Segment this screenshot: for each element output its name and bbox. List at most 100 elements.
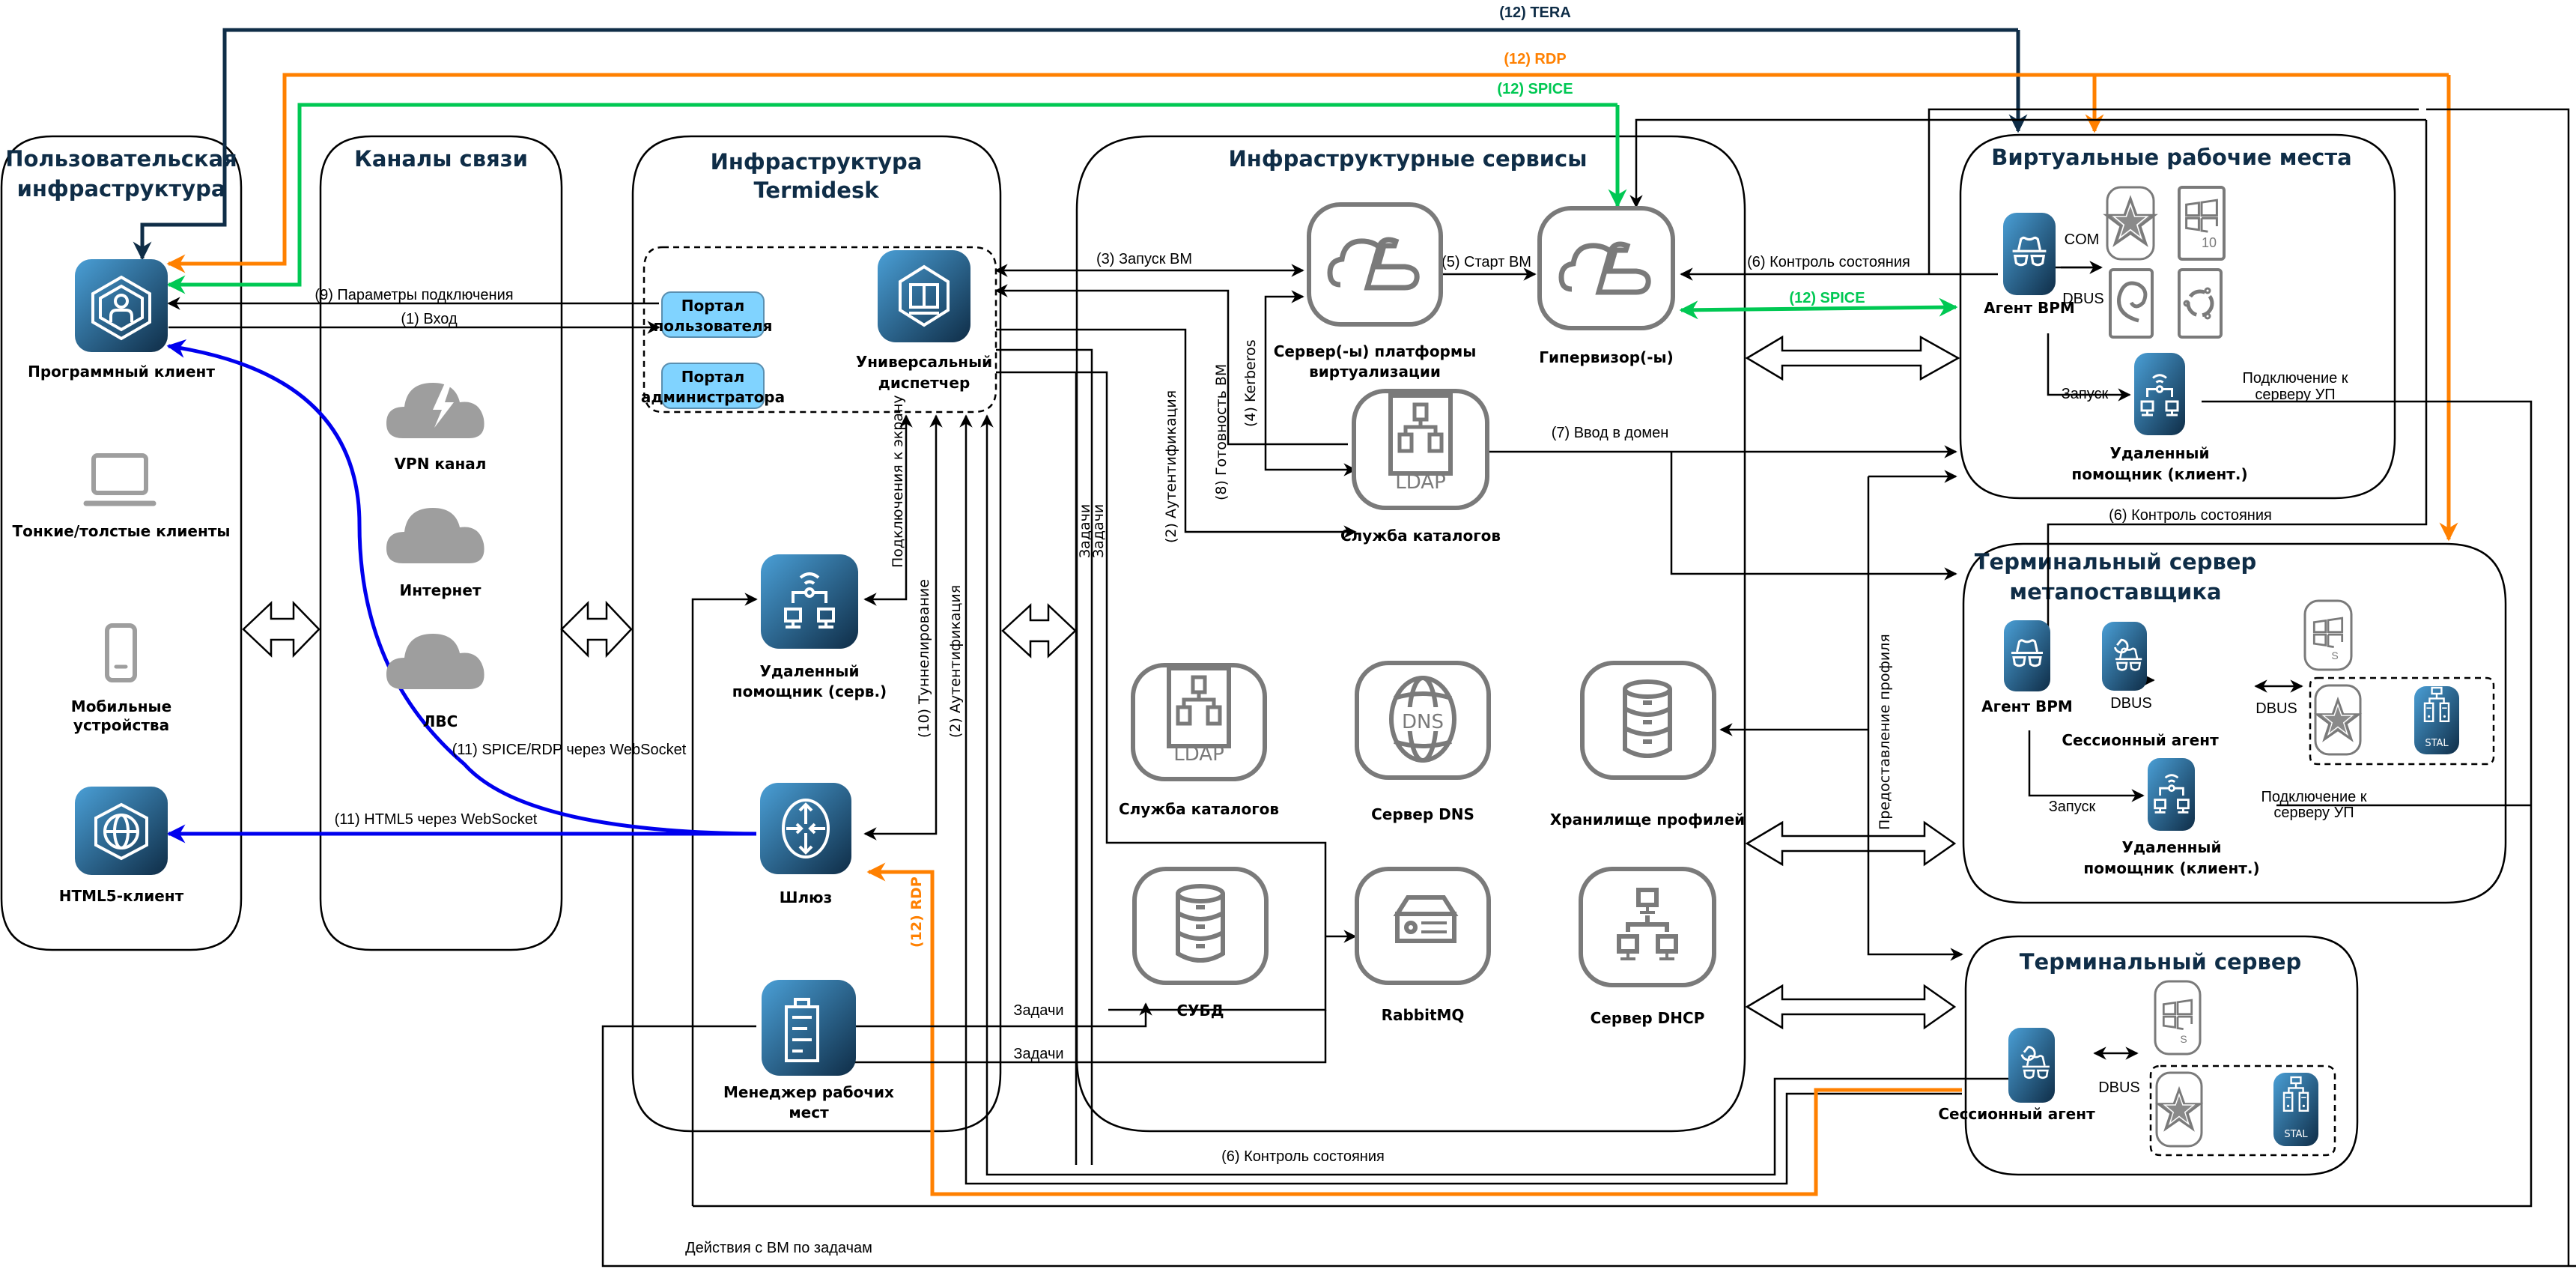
node-meta-vrm-agent[interactable]: Агент ВРМ: [1981, 620, 2073, 715]
stal-group-boundary-term: [2149, 1064, 2336, 1157]
node-dhcp-server[interactable]: Сервер DHCP: [1579, 867, 1716, 1027]
windows10-badge: 10: [2202, 235, 2217, 250]
node-label: Мобильные: [71, 697, 171, 715]
node-label: Гипервизор(-ы): [1539, 348, 1673, 366]
stal-label: STAL: [2284, 1129, 2308, 1140]
node-internet: Интернет: [386, 508, 484, 599]
node-label: Сессионный агент: [1938, 1105, 2095, 1123]
node-label: Сервер DHCP: [1591, 1009, 1705, 1027]
edge-helper-connection-vdi: [693, 400, 2533, 1208]
bidirectional-arrow-services-terminal: [1745, 984, 1957, 1030]
node-label: Агент ВРМ: [1981, 697, 2073, 715]
windows-server-badge: S: [2180, 1033, 2187, 1045]
edge-tasks-rabbitmq: [824, 1010, 1327, 1064]
edge-label-dbus-meta-1: DBUS: [2110, 695, 2152, 712]
edge-label-spice-rdp-websocket: (11) SPICE/RDP через WebSocket: [452, 742, 687, 758]
edge-rdp-gateway: [866, 862, 1962, 1196]
edge-label-launch-vdi: Запуск: [2062, 386, 2109, 402]
node-stal-term[interactable]: STAL: [2273, 1073, 2318, 1146]
router-icon: [782, 799, 830, 858]
os-tile-astra-meta: [2314, 684, 2362, 756]
bidirectional-arrow-services-terminal-meta: [1745, 820, 1957, 867]
node-label: пользователя: [653, 317, 772, 335]
edge-label-rdp-gateway: (12) RDP: [908, 876, 925, 948]
edge-label-vm-actions: Действия с ВМ по задачам: [685, 1240, 872, 1256]
node-term-session-agent[interactable]: Сессионный агент: [1938, 1028, 2095, 1123]
node-label: устройства: [73, 716, 169, 734]
os-tile-windows10: 10: [2178, 186, 2226, 261]
edge-label-state-control: (6) Контроль состояния: [1747, 254, 1910, 270]
node-dbms[interactable]: СУБД: [1132, 867, 1269, 1020]
server-box-icon: [1393, 895, 1459, 943]
os-tile-windows-server-meta: S: [2303, 599, 2353, 671]
node-html5-client[interactable]: HTML5-клиент: [59, 787, 184, 905]
edge-label-auth: (2) Аутентификация: [1163, 390, 1179, 543]
node-label: Интернет: [399, 581, 481, 599]
group-user-infrastructure: Пользовательская инфраструктура: [0, 135, 243, 951]
group-title: Каналы связи: [354, 146, 528, 172]
edge-meta-state-control: [2047, 120, 2428, 629]
user-shield-icon: [91, 275, 151, 341]
dns-globe-icon: DNS: [1389, 676, 1456, 763]
node-admin-portal[interactable]: Портал администратора: [641, 363, 785, 409]
edge-label-vm-ready: (8) Готовность ВМ: [1213, 364, 1230, 500]
os-tile-astra: [2105, 186, 2156, 261]
group-title: Инфраструктура: [711, 149, 923, 175]
node-hypervisor[interactable]: Гипервизор(-ы): [1537, 206, 1675, 366]
node-vrm-agent[interactable]: Агент ВРМ: [1984, 213, 2075, 317]
dispatcher-group-boundary: [643, 246, 997, 414]
node-label: Служба каталогов: [1119, 800, 1279, 818]
edge-label-state-control-meta: (6) Контроль состояния: [2109, 507, 2272, 524]
node-label: Удаленный: [2109, 444, 2209, 462]
edge-label-kerberos: (4) Kerberos: [1242, 339, 1259, 427]
node-meta-remote-helper[interactable]: Удаленный помощник (клиент.): [2083, 758, 2260, 877]
bidirectional-arrow-termidesk-services: [1001, 603, 1077, 658]
edge-spice-hypervisor-vdi: [1679, 297, 1958, 320]
node-mobile-devices: Мобильные устройства: [71, 623, 171, 734]
node-workplace-manager[interactable]: Менеджер рабочих мест: [723, 980, 894, 1121]
edge-label-auth-2b: (2) Аутентификация: [947, 585, 964, 738]
group-title: Пользовательская: [5, 146, 237, 172]
edge-label-launch-meta: Запуск: [2049, 799, 2096, 815]
edge-label-state-control-bottom: (6) Контроль состояния: [1221, 1148, 1385, 1165]
ldap-text: LDAP: [1173, 743, 1224, 766]
node-label: Агент ВРМ: [1984, 299, 2075, 317]
group-title: Виртуальные рабочие места: [1991, 145, 2352, 170]
node-user-portal[interactable]: Портал пользователя: [653, 291, 773, 338]
group-title: Инфраструктурные сервисы: [1229, 146, 1588, 172]
edge-state-control-loop: [1928, 108, 2419, 274]
node-gateway[interactable]: Шлюз: [760, 783, 851, 906]
node-profile-storage[interactable]: Хранилище профилей: [1550, 661, 1745, 829]
node-directory-service-bottom[interactable]: LDAP Служба каталогов: [1119, 663, 1279, 818]
node-label: HTML5-клиент: [59, 887, 184, 905]
node-virtualization-platform[interactable]: Сервер(-ы) платформы виртуализации: [1274, 202, 1477, 381]
edge-label-login: (1) Вход: [401, 311, 458, 327]
cloud-icon: [386, 634, 484, 689]
edge-vm-actions: [601, 1025, 2576, 1268]
node-dns-server[interactable]: DNS Сервер DNS: [1355, 661, 1491, 823]
edge-vm-ready: [1000, 289, 1348, 446]
edge-label-connection-params: (9) Параметры подключения: [315, 287, 513, 303]
edge-label-helper-connection-meta: серверу УП: [2273, 805, 2354, 821]
node-universal-dispatcher[interactable]: Универсальный диспетчер: [856, 250, 992, 392]
group-terminal-server: Терминальный сервер: [1964, 935, 2359, 1176]
node-meta-session-agent[interactable]: Сессионный агент: [2062, 622, 2219, 749]
edge-tunneling: [863, 414, 943, 841]
node-thin-clients: Тонкие/толстые клиенты: [13, 453, 231, 540]
node-label: Портал: [681, 368, 745, 386]
edge-spice-rdp-websocket: [166, 339, 757, 836]
edge-label-com: COM: [2065, 231, 2100, 248]
node-label: Сервер DNS: [1371, 805, 1474, 823]
node-label: Удаленный: [759, 662, 859, 680]
edge-remote-helper-server: [691, 593, 758, 1206]
node-stal-meta[interactable]: STAL: [2414, 686, 2459, 754]
node-program-client[interactable]: Программный клиент: [28, 259, 215, 381]
dns-text: DNS: [1402, 711, 1444, 733]
node-rabbitmq[interactable]: RabbitMQ: [1355, 867, 1491, 1024]
node-remote-helper-client-vdi[interactable]: Удаленный помощник (клиент.): [2071, 353, 2248, 483]
ldap-text: LDAP: [1395, 471, 1446, 494]
node-remote-helper-server[interactable]: Удаленный помощник (серв.): [732, 554, 887, 700]
node-directory-service-top[interactable]: LDAP Служба каталогов: [1340, 389, 1501, 545]
node-label: диспетчер: [878, 374, 970, 392]
edge-label-tasks-1: Задачи: [1077, 504, 1093, 558]
